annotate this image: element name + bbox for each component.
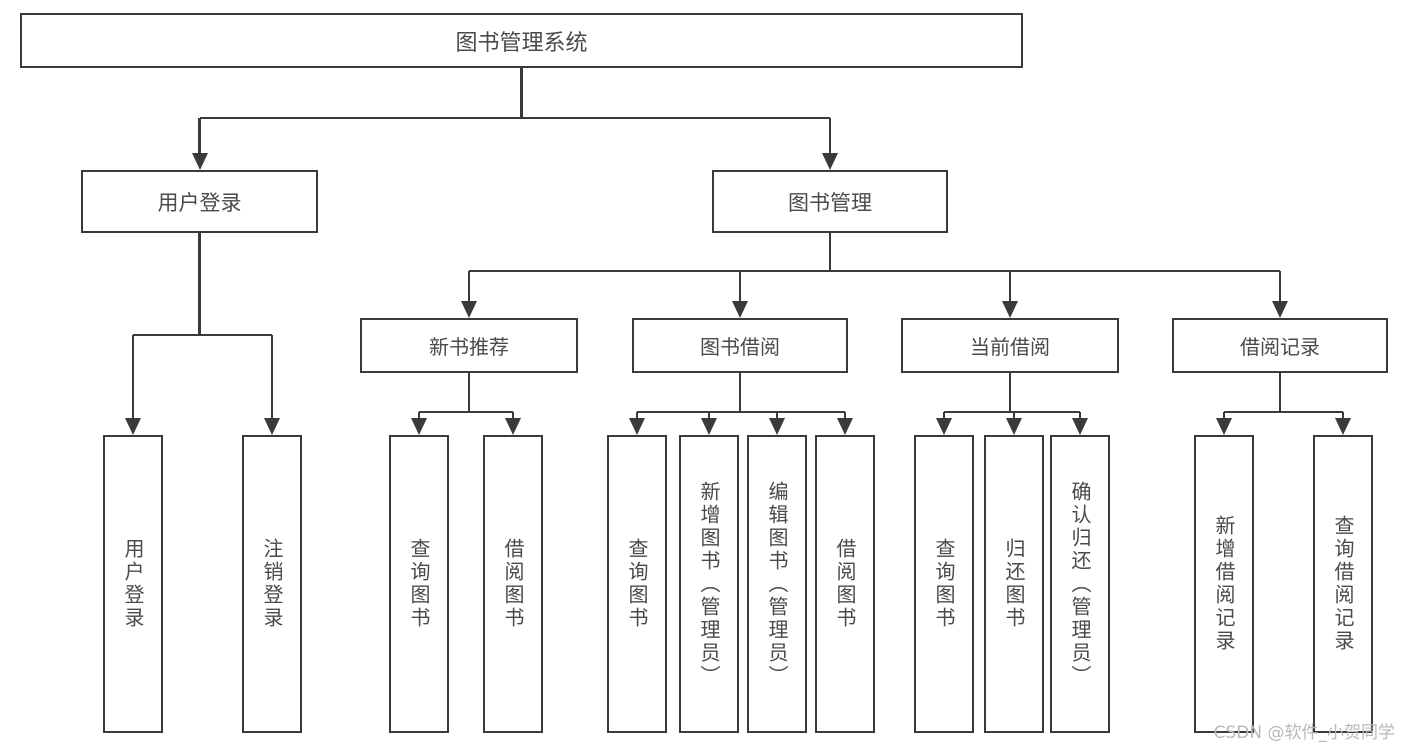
node-label: 新增借阅记录 bbox=[1212, 515, 1236, 653]
connector-bus bbox=[419, 410, 513, 414]
node-label: 图书管理 bbox=[788, 190, 872, 215]
node-label: 用户登录 bbox=[121, 538, 145, 630]
leaf-query-books-current[interactable]: 查询图书 bbox=[914, 435, 974, 733]
connector-stem bbox=[828, 233, 832, 271]
arrowhead-icon bbox=[1272, 301, 1288, 318]
node-book-borrow[interactable]: 图书借阅 bbox=[632, 318, 848, 373]
watermark-text: CSDN @软件_小贺同学 bbox=[1213, 723, 1395, 743]
arrowhead-icon bbox=[411, 418, 427, 435]
node-label: 新书推荐 bbox=[429, 335, 509, 359]
arrowhead-icon bbox=[264, 418, 280, 435]
node-label: 借阅记录 bbox=[1240, 335, 1320, 359]
arrowhead-icon bbox=[505, 418, 521, 435]
arrowhead-icon bbox=[1006, 418, 1022, 435]
node-label: 查询图书 bbox=[625, 538, 649, 630]
node-label: 查询借阅记录 bbox=[1331, 515, 1355, 653]
connector-drop bbox=[843, 412, 847, 418]
node-label: 图书管理系统 bbox=[455, 30, 588, 56]
node-label: 编辑图书（管理员） bbox=[765, 480, 789, 688]
connector-drop bbox=[1278, 271, 1282, 301]
connector-bus bbox=[469, 269, 1280, 273]
connector-drop bbox=[1012, 412, 1016, 418]
connector-drop bbox=[198, 118, 201, 153]
connector-stem bbox=[198, 233, 201, 335]
connector-bus bbox=[199, 116, 830, 120]
node-root-system[interactable]: 图书管理系统 bbox=[20, 13, 1023, 68]
connector-stem bbox=[738, 373, 742, 412]
leaf-add-borrow-record[interactable]: 新增借阅记录 bbox=[1194, 435, 1254, 733]
arrowhead-icon bbox=[1216, 418, 1232, 435]
node-current-borrow[interactable]: 当前借阅 bbox=[901, 318, 1119, 373]
node-book-management[interactable]: 图书管理 bbox=[712, 170, 948, 233]
connector-stem bbox=[1278, 373, 1282, 412]
node-label: 查询图书 bbox=[932, 538, 956, 630]
node-new-book-recommend[interactable]: 新书推荐 bbox=[360, 318, 578, 373]
arrowhead-icon bbox=[822, 153, 838, 170]
connector-bus bbox=[944, 410, 1080, 414]
arrowhead-icon bbox=[1072, 418, 1088, 435]
arrowhead-icon bbox=[837, 418, 853, 435]
leaf-query-borrow-record[interactable]: 查询借阅记录 bbox=[1313, 435, 1373, 733]
connector-drop bbox=[1222, 412, 1226, 418]
arrowhead-icon bbox=[732, 301, 748, 318]
arrowhead-icon bbox=[1002, 301, 1018, 318]
arrowhead-icon bbox=[769, 418, 785, 435]
leaf-query-books-borrow[interactable]: 查询图书 bbox=[607, 435, 667, 733]
connector-drop bbox=[1341, 412, 1345, 418]
connector-stem bbox=[1008, 373, 1012, 412]
leaf-logout[interactable]: 注销登录 bbox=[242, 435, 302, 733]
connector-drop bbox=[707, 412, 711, 418]
connector-drop bbox=[131, 335, 135, 418]
connector-drop bbox=[511, 412, 515, 418]
node-user-login[interactable]: 用户登录 bbox=[81, 170, 318, 233]
connector-stem bbox=[467, 373, 471, 412]
node-label: 用户登录 bbox=[157, 190, 242, 215]
connector-drop bbox=[270, 335, 274, 418]
leaf-edit-book-admin[interactable]: 编辑图书（管理员） bbox=[747, 435, 807, 733]
leaf-confirm-return-admin[interactable]: 确认归还（管理员） bbox=[1050, 435, 1110, 733]
arrowhead-icon bbox=[191, 153, 208, 170]
node-label: 确认归还（管理员） bbox=[1068, 480, 1092, 688]
arrowhead-icon bbox=[936, 418, 952, 435]
connector-stem bbox=[520, 68, 523, 118]
leaf-query-books-recommend[interactable]: 查询图书 bbox=[389, 435, 449, 733]
node-borrow-record[interactable]: 借阅记录 bbox=[1172, 318, 1388, 373]
node-label: 注销登录 bbox=[260, 538, 284, 630]
connector-drop bbox=[1008, 271, 1012, 301]
leaf-borrow-books-recommend[interactable]: 借阅图书 bbox=[483, 435, 543, 733]
connector-drop bbox=[738, 271, 742, 301]
connector-bus bbox=[637, 410, 845, 414]
arrowhead-icon bbox=[701, 418, 717, 435]
node-label: 新增图书（管理员） bbox=[697, 480, 721, 688]
leaf-user-login[interactable]: 用户登录 bbox=[103, 435, 163, 733]
connector-drop bbox=[417, 412, 421, 418]
connector-drop bbox=[775, 412, 779, 418]
leaf-return-books[interactable]: 归还图书 bbox=[984, 435, 1044, 733]
node-label: 当前借阅 bbox=[970, 335, 1050, 359]
connector-drop bbox=[828, 118, 832, 153]
node-label: 借阅图书 bbox=[501, 538, 525, 630]
leaf-borrow-books[interactable]: 借阅图书 bbox=[815, 435, 875, 733]
node-label: 归还图书 bbox=[1002, 538, 1026, 630]
arrowhead-icon bbox=[461, 301, 477, 318]
connector-drop bbox=[635, 412, 639, 418]
arrowhead-icon bbox=[125, 418, 141, 435]
connector-drop bbox=[467, 271, 471, 301]
arrowhead-icon bbox=[1335, 418, 1351, 435]
leaf-add-book-admin[interactable]: 新增图书（管理员） bbox=[679, 435, 739, 733]
node-label: 查询图书 bbox=[407, 538, 431, 630]
connector-bus bbox=[1224, 410, 1343, 414]
node-label: 借阅图书 bbox=[833, 538, 857, 630]
connector-drop bbox=[942, 412, 946, 418]
arrowhead-icon bbox=[629, 418, 645, 435]
node-label: 图书借阅 bbox=[700, 335, 780, 359]
connector-bus bbox=[133, 333, 272, 337]
connector-drop bbox=[1078, 412, 1082, 418]
